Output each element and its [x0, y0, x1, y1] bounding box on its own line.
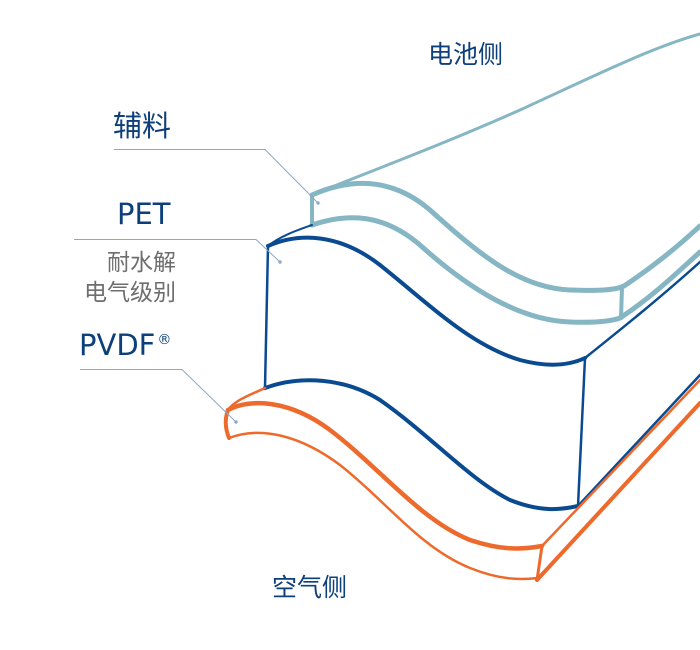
pet-description-line1: 耐水解 [107, 250, 176, 276]
auxiliary-top-front-edge [309, 180, 700, 293]
air-side-label: 空气侧 [272, 573, 348, 602]
pet-leader-dot [278, 260, 282, 264]
pvdf-top-front-edge [225, 400, 545, 551]
auxiliary-leader-dot [316, 201, 320, 205]
pet-description: 耐水解 电气级别 [70, 248, 176, 308]
leader-lines [74, 149, 320, 424]
auxiliary-label: 辅料 [113, 109, 172, 143]
pet-layer [263, 224, 700, 512]
pvdf-leader-line [80, 369, 237, 423]
battery-side-label: 电池侧 [428, 40, 504, 69]
pet-bottom-right-edge [576, 373, 700, 508]
pet-description-line2: 电气级别 [84, 280, 176, 306]
pet-corner-edge [576, 356, 587, 508]
pet-label: PET [117, 197, 171, 231]
auxiliary-bottom-front-edge [309, 215, 700, 325]
pvdf-top-right-edge [540, 378, 700, 548]
pvdf-left-edge [223, 408, 231, 440]
auxiliary-top-far-edge [310, 32, 700, 197]
pvdf-leader-dot [234, 420, 238, 424]
pet-left-edge [263, 244, 270, 390]
pet-leader-line [74, 239, 281, 263]
pvdf-layer [223, 378, 700, 582]
registered-mark: ® [157, 332, 172, 348]
pvdf-bottom-front-edge [227, 431, 540, 581]
pet-top-right-edge [583, 260, 700, 360]
pvdf-label: PVDF® [79, 331, 171, 360]
pvdf-corner-edge [535, 544, 544, 582]
pet-top-front-edge [266, 235, 587, 367]
auxiliary-leader-line [114, 149, 319, 204]
pvdf-label-text: PVDF [79, 328, 156, 362]
auxiliary-corner-edge [619, 285, 624, 320]
auxiliary-layer [309, 32, 700, 325]
pvdf-bottom-right-edge [535, 401, 700, 582]
pet-bottom-front-edge [263, 378, 580, 512]
